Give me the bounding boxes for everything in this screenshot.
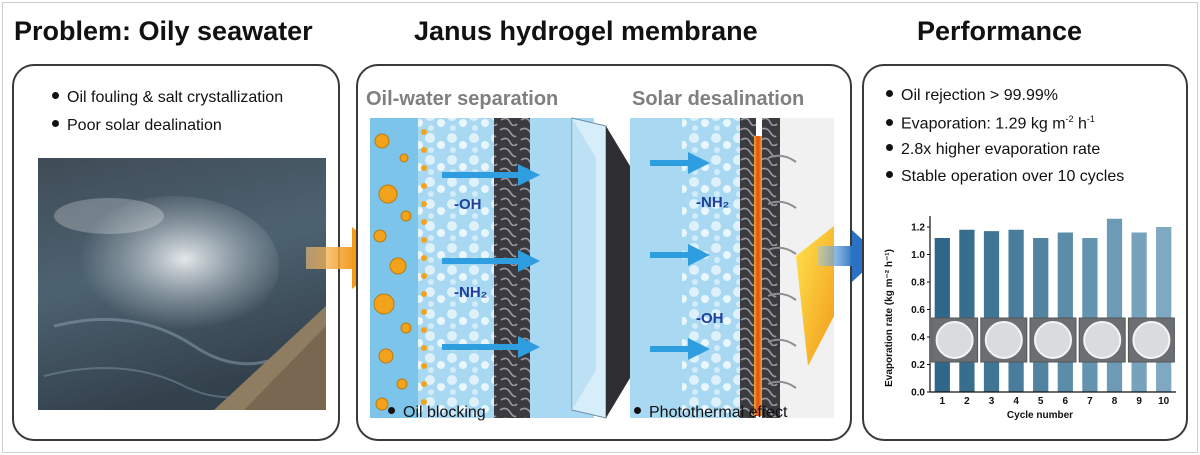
- x-tick-label: 8: [1112, 396, 1118, 407]
- evaporation-bar-chart: 1 2 3 4 5 6 7 8 9 10 0.0 0.2 0.4 0.6 0.8 1.0 1.2 Evapora…: [884, 216, 1176, 421]
- x-axis-label: Cycle number: [1007, 410, 1073, 421]
- y-tick-label: 0.0: [911, 388, 925, 399]
- bullet-dot-icon: [886, 171, 893, 179]
- performance-panel: Oil rejection > 99.99% Evaporation: 1.29…: [862, 64, 1188, 441]
- y-tick-label: 0.2: [911, 360, 925, 371]
- y-tick-label: 1.2: [911, 223, 925, 234]
- oil-water-separation-title: Oil-water separation: [366, 88, 559, 110]
- y-tick-label: 0.6: [911, 305, 925, 316]
- membrane-sample-photo: [931, 317, 979, 363]
- right-hydroxyl-label: -OH: [696, 310, 724, 327]
- membrane-sample-photo: [1078, 317, 1126, 363]
- bar-cycle-7: [1082, 238, 1098, 392]
- bullet-dot-icon: [388, 407, 395, 415]
- oily-seawater-photo: [38, 158, 326, 410]
- bar-cycle-6: [1057, 232, 1073, 392]
- x-tick-label: 2: [964, 396, 970, 407]
- x-tick-label: 3: [989, 396, 995, 407]
- performance-heading: Performance: [917, 16, 1083, 46]
- performance-bullet-2: Evaporation: 1.29 kg m-2 h-1: [886, 114, 1095, 133]
- bullet-dot-icon: [52, 120, 59, 128]
- problem-panel: Oil fouling & salt crystallization Poor …: [12, 64, 340, 441]
- bar-cycle-2: [959, 229, 975, 392]
- bar-cycle-4: [1008, 229, 1024, 392]
- bar-cycle-5: [1033, 238, 1049, 392]
- x-tick-label: 6: [1063, 396, 1069, 407]
- bar-cycle-3: [983, 231, 1000, 392]
- bullet-dot-icon: [52, 92, 59, 100]
- x-tick-label: 5: [1038, 396, 1044, 407]
- solar-desalination-title: Solar desalination: [632, 88, 805, 110]
- left-hydroxyl-label: -OH: [454, 196, 482, 213]
- membrane-sample-photo: [980, 317, 1028, 363]
- performance-bullet-1: Oil rejection > 99.99%: [886, 87, 1058, 105]
- performance-bullet-3: 2.8x higher evaporation rate: [886, 141, 1100, 159]
- y-tick-label: 0.4: [911, 333, 925, 344]
- x-tick-label: 7: [1087, 396, 1093, 407]
- photothermal-caption: Photothermal effect: [634, 404, 787, 422]
- left-amine-label: -NH₂: [454, 284, 488, 301]
- bullet-dot-icon: [886, 90, 893, 98]
- bullet-dot-icon: [886, 118, 893, 126]
- y-tick-label: 0.8: [911, 278, 925, 289]
- y-tick-label: 1.0: [911, 250, 925, 261]
- right-amine-label: -NH₂: [696, 194, 730, 211]
- membrane-heading: Janus hydrogel membrane: [414, 16, 758, 46]
- bullet-dot-icon: [634, 407, 641, 415]
- problem-bullet-2: Poor solar dealination: [52, 117, 222, 135]
- y-axis-label: Evaporation rate (kg m⁻² h⁻¹): [884, 249, 895, 387]
- x-tick-label: 9: [1136, 396, 1142, 407]
- x-tick-label: 1: [940, 396, 946, 407]
- membrane-panel: Oil-water separation Solar desalination …: [356, 64, 852, 441]
- oil-blocking-caption: Oil blocking: [388, 404, 486, 422]
- bar-cycle-10: [1156, 227, 1172, 392]
- membrane-sample-photo: [1127, 317, 1175, 363]
- performance-bullet-4: Stable operation over 10 cycles: [886, 168, 1124, 186]
- bar-cycle-1: [934, 238, 950, 392]
- problem-heading: Problem: Oily seawater: [14, 16, 313, 46]
- membrane-schematic: [370, 117, 834, 419]
- bullet-dot-icon: [886, 144, 893, 152]
- bar-cycle-8: [1106, 218, 1123, 392]
- bar-cycle-9: [1131, 232, 1147, 392]
- x-tick-label: 10: [1158, 396, 1170, 407]
- problem-bullet-1: Oil fouling & salt crystallization: [52, 89, 283, 107]
- membrane-sample-photo: [1029, 317, 1077, 363]
- x-tick-label: 4: [1013, 396, 1019, 407]
